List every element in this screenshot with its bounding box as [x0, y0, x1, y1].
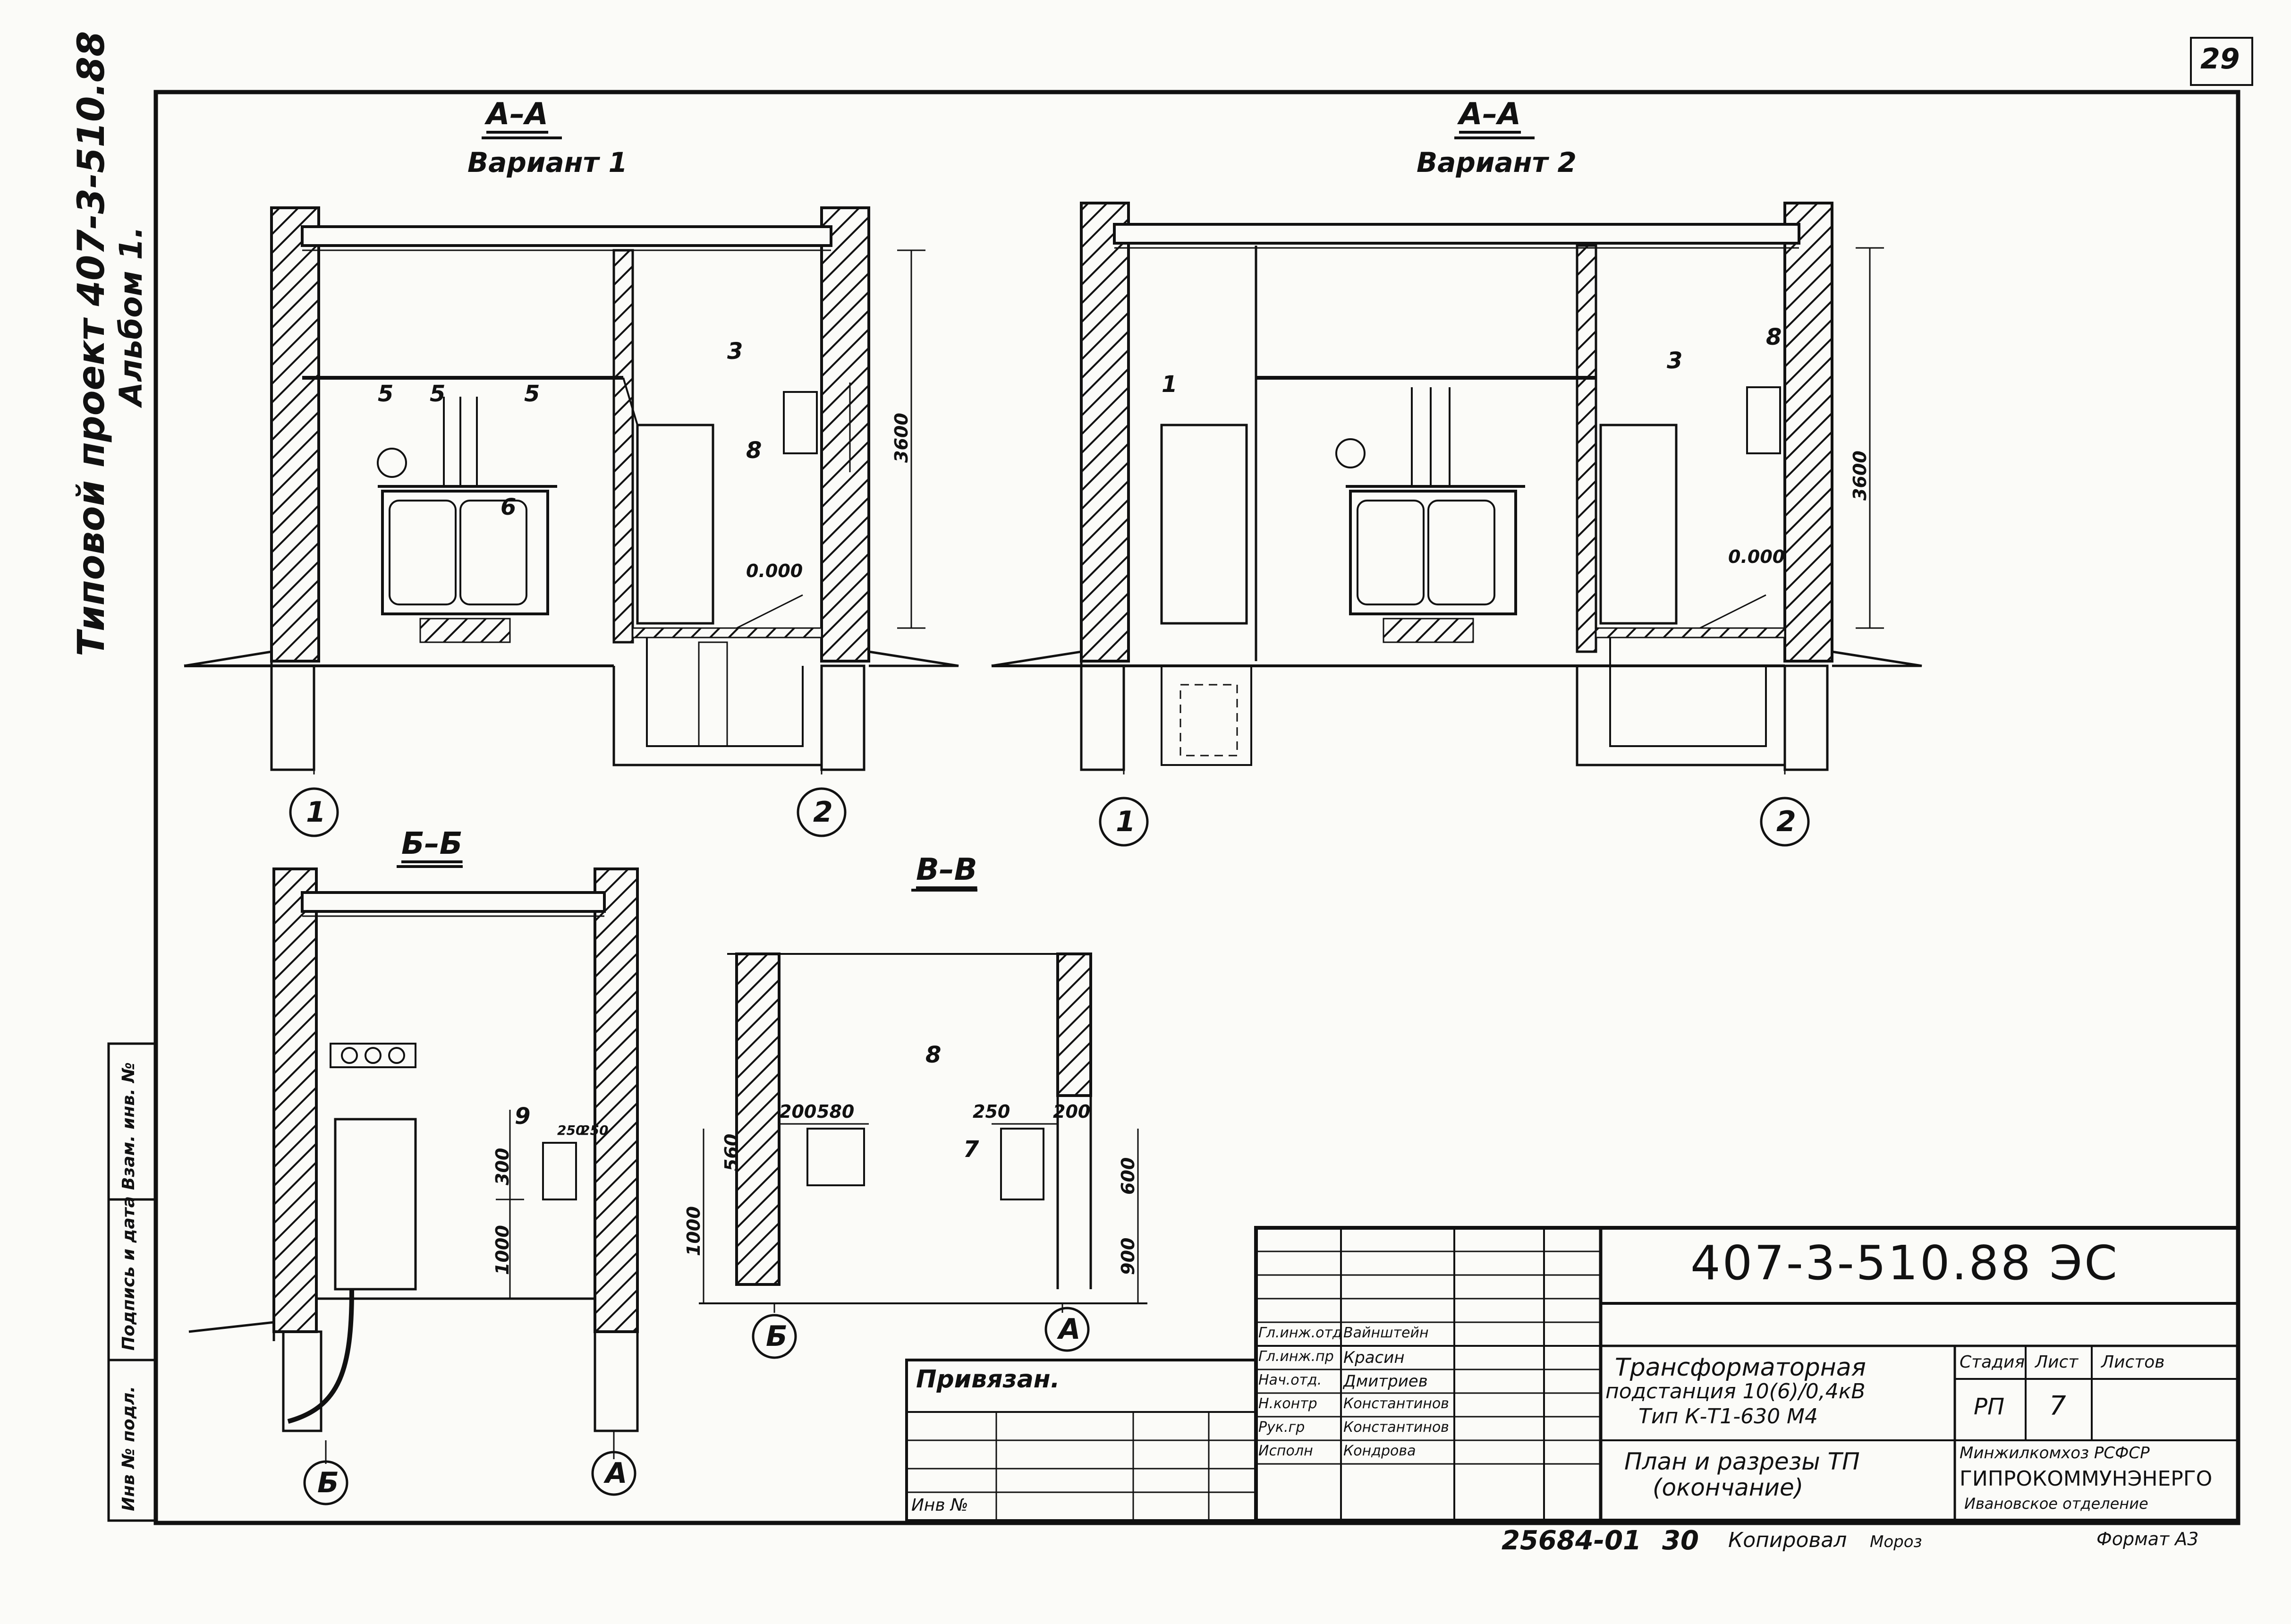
- callout-6: 6: [501, 494, 517, 520]
- callout-5b: 5: [430, 381, 446, 407]
- callout-8-v1: 8: [746, 437, 762, 464]
- role-5: Исполн: [1258, 1443, 1313, 1459]
- role-0: Гл.инж.отд: [1258, 1325, 1342, 1341]
- project-code: 407-3-510.88 ЭС: [1690, 1235, 2119, 1291]
- callout-3-v1: 3: [727, 338, 743, 365]
- bound-label: Привязан.: [916, 1365, 1060, 1394]
- name-2: Дмитриев: [1343, 1372, 1428, 1391]
- section-title-aa-v2: А–А: [1459, 97, 1521, 132]
- sheet-name-line2: (окончание): [1653, 1474, 1804, 1501]
- role-2: Нач.отд.: [1258, 1372, 1322, 1388]
- axis-1-v2: 1: [1116, 805, 1136, 838]
- axis-a-bb: А: [605, 1457, 628, 1490]
- callout-5a: 5: [378, 381, 394, 407]
- level-mark-aa-v2: 0.000: [1728, 546, 1785, 567]
- section-aa-variant-1: [184, 136, 959, 837]
- col-sheet: Лист: [2035, 1352, 2079, 1372]
- strip-label-sign: Подпись и дата: [119, 1196, 138, 1351]
- strip-label-inv: Инв № подл.: [119, 1386, 138, 1511]
- dim-250a-bb: 250: [557, 1122, 585, 1138]
- inv-label: Инв №: [911, 1496, 968, 1515]
- section-subtitle-aa-v1: Вариант 1: [467, 146, 628, 179]
- archive-number: 25684-01: [1502, 1525, 1641, 1556]
- name-5: Кондрова: [1343, 1443, 1416, 1459]
- callout-8-vv: 8: [925, 1042, 942, 1068]
- side-stamp-album: Альбом 1.: [113, 226, 149, 407]
- dim-200-vv: 200: [779, 1101, 817, 1122]
- dim-250b-bb: 250: [581, 1122, 609, 1138]
- role-3: Н.контр: [1258, 1395, 1317, 1412]
- title-block: [905, 1226, 2240, 1522]
- role-1: Гл.инж.пр: [1258, 1348, 1334, 1365]
- org-line1: Минжилкомхоз РСФСР: [1960, 1444, 2150, 1462]
- dim-250-vv: 250: [973, 1101, 1010, 1122]
- copied-label: Копировал: [1728, 1528, 1847, 1552]
- height-dim-aa-v1: 3600: [891, 413, 912, 463]
- axis-1-v1: 1: [306, 796, 326, 829]
- height-dim-aa-v2: 3600: [1850, 451, 1870, 501]
- name-0: Вайнштейн: [1343, 1325, 1429, 1341]
- section-vv: [699, 889, 1147, 1359]
- callout-3-v2: 3: [1667, 348, 1683, 374]
- copier-name: Мороз: [1870, 1532, 1922, 1551]
- dim-600-vv: 600: [1118, 1157, 1138, 1195]
- callout-8-v2: 8: [1766, 324, 1782, 350]
- axis-b-bb: Б: [317, 1466, 339, 1499]
- section-subtitle-aa-v2: Вариант 2: [1417, 146, 1577, 179]
- footer-page: 30: [1662, 1525, 1699, 1556]
- section-title-bb: Б–Б: [401, 826, 463, 861]
- section-bb: [188, 865, 639, 1505]
- col-stage: Стадия: [1960, 1352, 2025, 1372]
- level-mark-aa-v1: 0.000: [746, 561, 803, 581]
- stage-value: РП: [1974, 1394, 2005, 1420]
- axis-a-vv: А: [1059, 1313, 1081, 1346]
- name-1: Красин: [1343, 1348, 1405, 1367]
- dim-560-vv: 560: [721, 1133, 742, 1171]
- sheet-no-value: 7: [2049, 1391, 2066, 1421]
- section-title-vv: В–В: [916, 852, 977, 887]
- axis-b-vv: Б: [766, 1320, 788, 1353]
- callout-5c: 5: [524, 381, 540, 407]
- format-label: Формат А3: [2096, 1529, 2199, 1549]
- name-3: Константинов: [1343, 1395, 1449, 1412]
- role-4: Рук.гр: [1258, 1419, 1305, 1436]
- name-4: Константинов: [1343, 1419, 1449, 1436]
- sheet-name-line1: План и разрезы ТП: [1624, 1448, 1860, 1475]
- axis-2-v1: 2: [813, 796, 833, 829]
- page-number: 29: [2200, 43, 2240, 76]
- object-name-line2: подстанция 10(6)/0,4кВ: [1605, 1379, 1866, 1403]
- strip-label-replace: Взам. инв. №: [119, 1062, 138, 1190]
- col-sheets: Листов: [2101, 1352, 2165, 1372]
- dim-1000-bb: 1000: [492, 1225, 513, 1275]
- object-name-line3: Тип К-Т1-630 М4: [1638, 1404, 1818, 1428]
- callout-7: 7: [963, 1136, 979, 1163]
- dim-1000-vv: 1000: [683, 1206, 704, 1256]
- org-line2: ГИПРОКОММУНЭНЕРГО: [1960, 1467, 2213, 1491]
- object-name-line1: Трансформаторная: [1615, 1353, 1866, 1382]
- callout-9: 9: [515, 1103, 531, 1130]
- dim-900-vv: 900: [1118, 1237, 1138, 1275]
- section-aa-variant-2: [991, 136, 1922, 847]
- dim-300-bb: 300: [492, 1148, 513, 1185]
- side-stamp-project: Типовой проект 407-3-510.88: [70, 31, 113, 656]
- dim-200b-vv: 200: [1053, 1101, 1091, 1122]
- axis-2-v2: 2: [1776, 805, 1796, 838]
- dim-580-vv: 580: [817, 1101, 855, 1122]
- org-line3: Ивановское отделение: [1964, 1495, 2148, 1513]
- section-title-aa-v1: А–А: [486, 97, 549, 132]
- callout-1-v2: 1: [1162, 371, 1178, 398]
